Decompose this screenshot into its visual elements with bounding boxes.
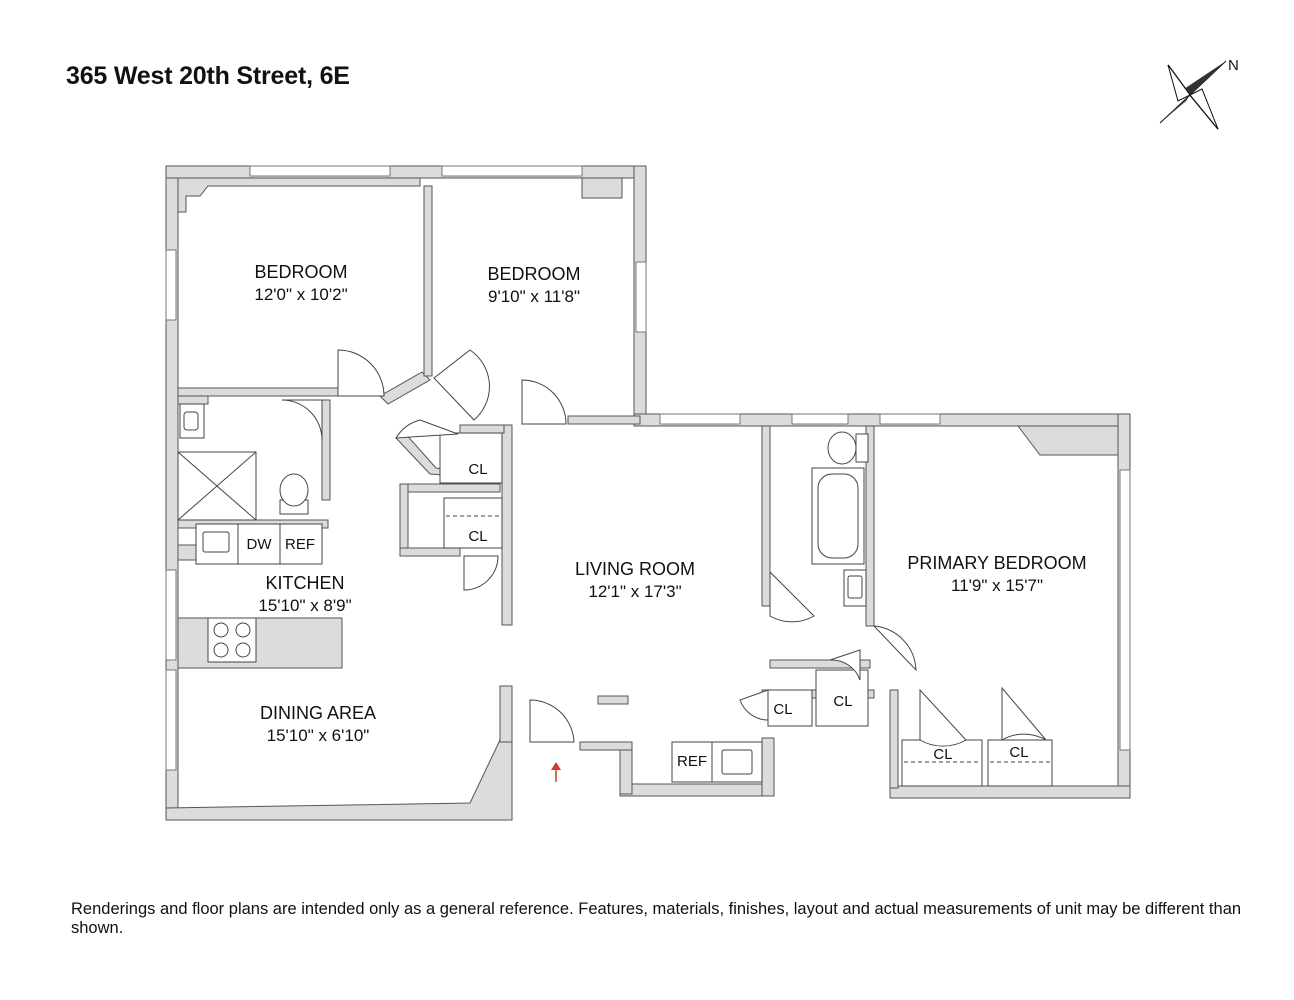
room-name-bedroom-2: BEDROOM bbox=[487, 264, 580, 284]
room-name-kitchen: KITCHEN bbox=[265, 573, 344, 593]
entry-arrow-icon bbox=[551, 762, 561, 782]
room-dims-bedroom-1: 12'0" x 10'2" bbox=[254, 285, 347, 304]
interior-walls bbox=[177, 185, 899, 789]
bathroom-1-fixtures bbox=[177, 403, 309, 521]
closet-label: CL bbox=[933, 746, 952, 763]
kitchen-fixtures bbox=[177, 523, 343, 669]
door-swings bbox=[281, 349, 1047, 747]
entry-fixtures bbox=[671, 741, 763, 783]
room-dims-living-room: 12'1" x 17'3" bbox=[588, 582, 681, 601]
refrigerator-label-foyer: REF bbox=[677, 753, 707, 770]
refrigerator-foyer bbox=[671, 741, 713, 783]
room-dims-primary-bedroom: 11'9" x 15'7" bbox=[951, 576, 1043, 595]
closet-label: CL bbox=[468, 461, 487, 478]
refrigerator-kitchen bbox=[279, 523, 323, 565]
room-name-living-room: LIVING ROOM bbox=[575, 559, 695, 579]
north-label: N bbox=[1228, 57, 1239, 74]
room-dims-kitchen: 15'10" x 8'9" bbox=[258, 596, 351, 615]
room-name-bedroom-1: BEDROOM bbox=[254, 262, 347, 282]
refrigerator-label-kitchen: REF bbox=[285, 536, 315, 553]
stove-icon bbox=[207, 617, 257, 663]
closet-label: CL bbox=[833, 693, 852, 710]
room-dims-dining-area: 15'10" x 6'10" bbox=[267, 726, 370, 745]
page-title: 365 West 20th Street, 6E bbox=[66, 62, 350, 90]
disclaimer-text: Renderings and floor plans are intended … bbox=[71, 900, 1242, 937]
room-name-primary-bedroom: PRIMARY BEDROOM bbox=[907, 553, 1086, 573]
dishwasher bbox=[237, 523, 281, 565]
closet-label: CL bbox=[773, 701, 792, 718]
compass-rose-icon bbox=[1159, 60, 1227, 130]
closet-label: CL bbox=[468, 528, 487, 545]
room-dims-bedroom-2: 9'10" x 11'8" bbox=[488, 287, 580, 306]
closet-label: CL bbox=[1009, 744, 1028, 761]
bathroom-2-fixtures bbox=[811, 431, 869, 607]
dishwasher-label: DW bbox=[247, 536, 273, 553]
windows bbox=[165, 165, 1131, 771]
room-name-dining-area: DINING AREA bbox=[260, 703, 376, 723]
